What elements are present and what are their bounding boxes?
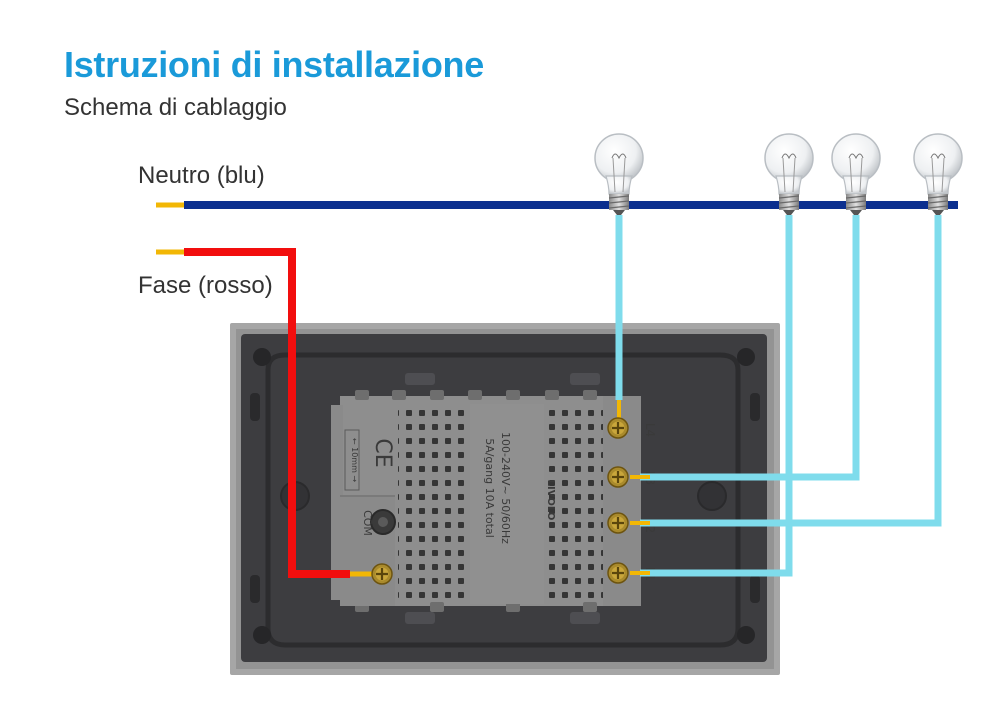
page-subtitle: Schema di cablaggio: [64, 94, 287, 121]
l1-terminal-screw: [606, 561, 630, 585]
com-terminal-screw: [370, 562, 394, 586]
brand-label: LIVOLO: [545, 480, 556, 521]
switch-module: ← 10mm → CE LIVOLO 100-240V~ 50/60Hz 5A/…: [331, 390, 657, 612]
page-title: Istruzioni di installazione: [64, 44, 484, 85]
neutral-wire-label: Neutro (blu): [138, 162, 265, 189]
terminal-label-l4: L4: [643, 423, 657, 437]
l2-terminal-screw: [606, 511, 630, 535]
com-terminal-label: COM: [361, 510, 374, 536]
load-wire-l1: [640, 215, 793, 577]
ce-mark: CE: [370, 438, 395, 467]
phase-wire-label: Fase (rosso): [138, 272, 273, 299]
phase-wire: [156, 248, 372, 578]
load-wire-l3: [640, 215, 860, 481]
l4-terminal-screw: [606, 416, 630, 440]
l3-terminal-screw: [606, 465, 630, 489]
copper-tips: [617, 400, 650, 575]
voltage-rating: 100-240V~ 50/60Hz: [499, 432, 512, 544]
load-wire-l2: [640, 215, 942, 527]
strip-length-indicator: ← 10mm →: [350, 438, 359, 483]
current-rating: 5A/gang 10A total: [483, 438, 496, 538]
load-wires: [615, 215, 942, 577]
